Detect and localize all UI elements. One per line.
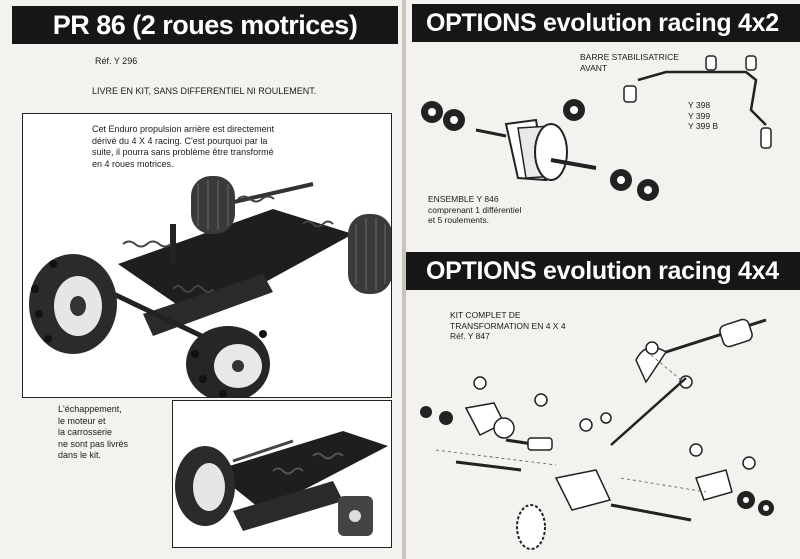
stabilizer-line: BARRE STABILISATRICE xyxy=(580,52,679,62)
buggy-illustration-main xyxy=(23,114,391,397)
exhaust-line: L'échappement, xyxy=(58,404,122,414)
stabilizer-ref: Y 399 B xyxy=(688,121,719,131)
options-4x2-title: OPTIONS evolution racing 4x2 xyxy=(412,4,800,42)
exhaust-line: ne sont pas livrés xyxy=(58,438,129,449)
exhaust-line: la carrosserie xyxy=(58,427,113,437)
product-ref: Réf. Y 296 xyxy=(95,56,138,66)
stabilizer-ref: Y 398 xyxy=(688,100,711,110)
buggy-photo-detail xyxy=(172,400,392,548)
differential-line: comprenant 1 différentiel xyxy=(428,204,522,215)
differential-line: et 5 roulements. xyxy=(428,215,489,225)
page-gutter xyxy=(402,0,406,559)
differential-set-label: ENSEMBLE Y 846 comprenant 1 différentiel… xyxy=(428,194,521,226)
stabilizer-bar-label: BARRE STABILISATRICE AVANT xyxy=(580,52,679,73)
conversion-line: Réf. Y 847 xyxy=(450,331,490,341)
intro-paragraph: Cet Enduro propulsion arrière est direct… xyxy=(92,124,342,170)
buggy-illustration-detail xyxy=(173,401,391,547)
options-4x4-title: OPTIONS evolution racing 4x4 xyxy=(406,252,800,290)
left-page-title: PR 86 (2 roues motrices) xyxy=(12,6,398,44)
intro-line: Cet Enduro propulsion arrière est direct… xyxy=(92,124,275,134)
stabilizer-refs: Y 398 Y 399 Y 399 B xyxy=(688,100,718,132)
exhaust-line: le moteur et xyxy=(58,415,106,426)
left-page: PR 86 (2 roues motrices) Réf. Y 296 LIVR… xyxy=(0,0,402,559)
stabilizer-line: AVANT xyxy=(580,62,608,73)
conversion-line: KIT COMPLET DE xyxy=(450,310,521,320)
intro-line: en 4 roues motrices. xyxy=(92,158,174,169)
buggy-photo-main xyxy=(22,113,392,398)
intro-line: dérivé du 4 X 4 racing. C'est pourquoi p… xyxy=(92,135,268,146)
differential-line: ENSEMBLE Y 846 xyxy=(428,194,499,204)
intro-line: suite, il pourra sans problème être tran… xyxy=(92,147,274,157)
kit-note: LIVRE EN KIT, SANS DIFFERENTIEL NI ROULE… xyxy=(92,86,317,96)
right-page: OPTIONS evolution racing 4x2 BARRE STABI… xyxy=(406,0,800,559)
exploded-view-4x2 xyxy=(421,55,772,201)
exhaust-note: L'échappement, le moteur et la carrosser… xyxy=(58,404,168,462)
conversion-kit-label: KIT COMPLET DE TRANSFORMATION EN 4 X 4 R… xyxy=(450,310,566,342)
stabilizer-ref: Y 399 xyxy=(688,110,711,121)
exhaust-line: dans le kit. xyxy=(58,450,102,460)
conversion-line: TRANSFORMATION EN 4 X 4 xyxy=(450,320,566,331)
